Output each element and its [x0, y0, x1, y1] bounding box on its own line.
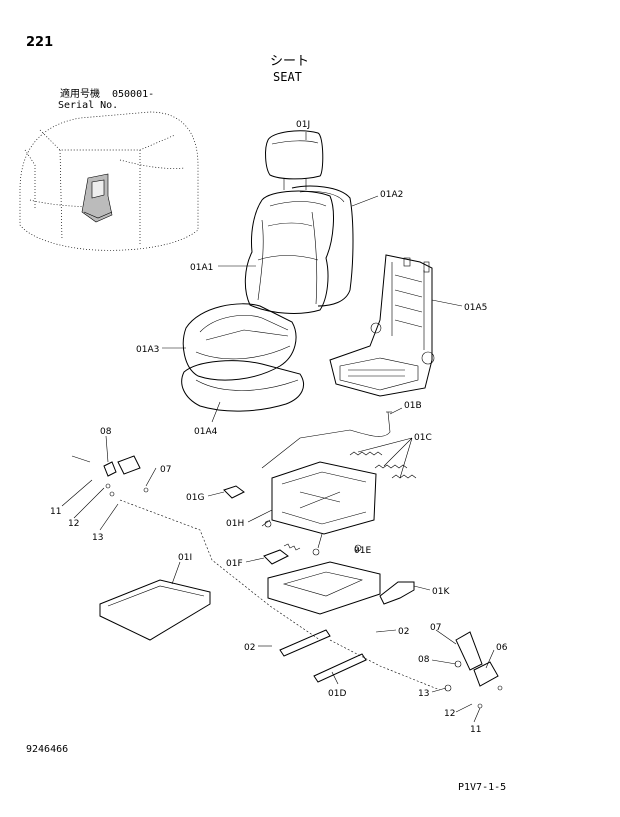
callout-label: 01C — [414, 433, 432, 443]
callout-label: 12 — [444, 709, 455, 719]
serial-label-english: Serial No. — [58, 100, 119, 111]
callout-label: 13 — [92, 533, 103, 543]
callout-label: 08 — [100, 427, 112, 437]
callout-label: 12 — [68, 519, 79, 529]
page-number: 221 — [26, 35, 54, 50]
part-slide-rail-01h — [261, 461, 377, 556]
leader-lines — [61, 132, 495, 723]
callout-label: 07 — [430, 623, 441, 633]
callout-label: 11 — [50, 507, 61, 517]
callout-label: 01A3 — [136, 345, 159, 355]
callout-label: 01B — [404, 401, 422, 411]
part-lever-rod-01b — [261, 411, 392, 469]
part-seatbelt-hardware-left — [71, 455, 321, 641]
part-springs-01c — [349, 451, 417, 479]
callout-label: 07 — [160, 465, 171, 475]
callout-label: 01F — [226, 559, 243, 569]
serial-range: 050001- — [112, 89, 155, 100]
part-base-plate-01e — [267, 544, 381, 615]
title-japanese: シート — [270, 54, 310, 69]
callout-label: 01A5 — [464, 303, 487, 313]
serial-label-japanese: 適用号機 — [60, 89, 100, 100]
part-seat-frame-01a5 — [329, 254, 435, 397]
part-backrest-cushion-01a1 — [244, 190, 334, 314]
callout-label: 01K — [432, 587, 450, 597]
callout-label: 01I — [178, 553, 192, 563]
callout-label: 01A2 — [380, 190, 403, 200]
callout-label: 01G — [186, 493, 204, 503]
callout-label: 01D — [328, 689, 346, 699]
part-seat-pad-01a4 — [181, 360, 304, 412]
title-english: SEAT — [273, 70, 302, 84]
part-bracket-01k — [379, 581, 415, 605]
document-number: 9246466 — [26, 744, 69, 755]
part-knob-01g — [223, 485, 245, 499]
callout-label: 06 — [496, 643, 508, 653]
page-code: P1V7-1-5 — [458, 782, 507, 793]
callout-label: 13 — [418, 689, 429, 699]
part-board-01i — [99, 579, 211, 641]
cab-location-drawing — [19, 111, 199, 251]
part-headrest-01j — [265, 130, 324, 190]
part-backrest-cover-01a2 — [291, 185, 354, 307]
callout-label: 01H — [226, 519, 244, 529]
callout-label: 01E — [354, 546, 371, 556]
callout-label: 01A4 — [194, 427, 218, 437]
part-brackets-01d — [279, 629, 367, 683]
part-seatbelt-hardware-right — [329, 631, 503, 709]
callout-label: 11 — [470, 725, 481, 735]
callout-label: 02 — [398, 627, 409, 637]
callout-label: 01J — [296, 120, 310, 130]
callout-label: 02 — [244, 643, 255, 653]
callout-label: 08 — [418, 655, 430, 665]
part-seat-cushion-01a3 — [182, 303, 297, 381]
part-knob-01f — [263, 543, 301, 565]
callout-label: 01A1 — [190, 263, 213, 273]
